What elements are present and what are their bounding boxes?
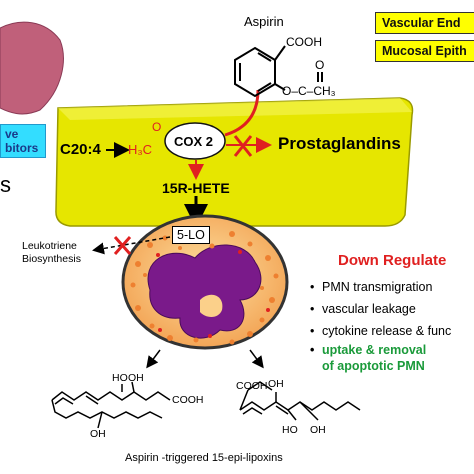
aspirin-carbonyl-o: O	[315, 58, 325, 72]
c20-4-label: C20:4	[60, 141, 101, 158]
inhibitors-box: ve bitors	[0, 124, 46, 158]
side-letter: s	[0, 172, 11, 197]
acetyl-group-label: H₃C	[128, 142, 153, 157]
15r-hete-label: 15R-HETE	[162, 180, 230, 196]
vascular-endothelium-box: Vascular End	[375, 12, 474, 34]
left-cooh: COOH	[172, 394, 204, 406]
5-lo-box: 5-LO	[172, 226, 210, 244]
leukotriene-line2: Biosynthesis	[22, 253, 81, 265]
aspirin-label: Aspirin	[244, 14, 284, 29]
lipoxin-left-structure	[51, 381, 171, 429]
right-oh-top: OH	[268, 378, 284, 390]
aspirin-structure	[234, 45, 323, 98]
lipoxin-caption: Aspirin -triggered 15-epi-lipoxins	[125, 452, 283, 464]
inhibitors-line1: ve	[5, 127, 19, 141]
down-regulate-highlight: •uptake & removal of apoptotic PMN	[310, 343, 427, 373]
aspirin-cooh: COOH	[286, 35, 322, 49]
mucosal-epithelium-box: Mucosal Epith	[375, 40, 474, 62]
lipoxin-right-structure	[239, 381, 361, 421]
right-cooh: COOH	[236, 380, 268, 392]
cell-nucleus	[147, 244, 262, 339]
tissue-shape	[0, 21, 64, 115]
acetyl-o-label: O	[152, 120, 162, 134]
down-regulate-item: •cytokine release & func	[310, 324, 452, 338]
left-oh-top1: HO	[112, 372, 128, 384]
inhibitors-line2: bitors	[5, 141, 39, 155]
leukotriene-label: Leukotriene Biosynthesis	[22, 240, 81, 266]
right-ho-bottom: HO	[282, 424, 298, 436]
right-oh-bottom: OH	[310, 424, 326, 436]
down-regulate-item: •vascular leakage	[310, 302, 416, 316]
membrane-block	[55, 97, 414, 227]
left-oh-bottom: OH	[90, 428, 106, 440]
down-regulate-item: •PMN transmigration	[310, 280, 433, 294]
aspirin-acetyl: O–C–CH₃	[282, 84, 336, 98]
down-regulate-title: Down Regulate	[338, 252, 447, 269]
cox2-enzyme	[164, 122, 226, 160]
cell-granules	[130, 231, 279, 345]
leukotriene-line1: Leukotriene	[22, 240, 77, 252]
left-oh-top2: OH	[128, 372, 144, 384]
prostaglandins-label: Prostaglandins	[278, 134, 401, 153]
cox2-label: COX 2	[174, 134, 214, 149]
